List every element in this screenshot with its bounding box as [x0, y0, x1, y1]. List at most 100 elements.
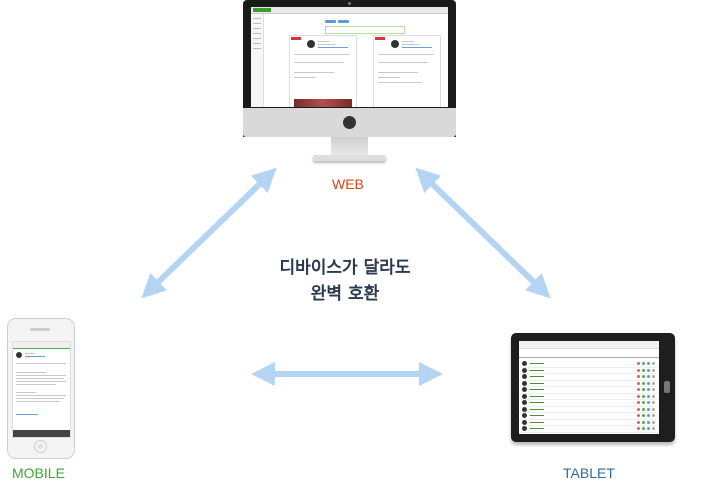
status-dot-icon: [652, 420, 655, 424]
list-item: [530, 376, 544, 377]
home-button-icon: [34, 440, 47, 453]
tablet-device: [511, 333, 675, 442]
tablet-search-bar: [519, 350, 659, 358]
mobile-bottom-bar: [13, 430, 70, 437]
status-dot-icon: [637, 362, 640, 365]
row-divider: [519, 392, 659, 394]
status-dot-icon: [647, 381, 650, 385]
status-dot-icon: [642, 427, 645, 430]
web-tablet-arrow-icon: [415, 167, 551, 299]
status-dot-icon: [652, 407, 655, 411]
row-divider: [519, 386, 659, 387]
status-dot-icon: [647, 414, 650, 417]
tablet-screen-preview: [519, 341, 659, 434]
avatar: [522, 413, 527, 418]
list-item: [530, 402, 544, 403]
status-dot-icon: [642, 414, 645, 417]
list-item: [530, 408, 544, 410]
status-dot-icon: [637, 414, 640, 417]
row-divider: [519, 405, 659, 407]
status-dot-icon: [647, 407, 650, 411]
avatar: [522, 374, 527, 379]
status-dot-icon: [647, 368, 650, 372]
row-divider: [519, 366, 659, 368]
status-dot-icon: [647, 427, 650, 430]
status-dot-icon: [647, 401, 650, 404]
status-dot-icon: [652, 368, 655, 372]
status-dot-icon: [637, 381, 640, 385]
status-dot-icon: [652, 362, 655, 365]
headline-line-2: 완벽 호환: [310, 284, 380, 304]
web-tab: [325, 20, 336, 23]
status-dot-icon: [642, 420, 645, 424]
avatar: [307, 40, 315, 48]
web-tab: [338, 20, 349, 23]
status-dot-icon: [652, 375, 655, 378]
status-dot-icon: [637, 394, 640, 398]
status-dot-icon: [642, 394, 645, 398]
avatar: [522, 367, 527, 373]
status-dot-icon: [637, 427, 640, 430]
row-divider: [519, 431, 659, 433]
status-dot-icon: [652, 401, 655, 404]
status-dot-icon: [637, 401, 640, 404]
status-dot-icon: [637, 388, 640, 391]
tablet-home-button-icon: [664, 381, 670, 393]
avatar: [522, 387, 527, 392]
tablet-top-bar: [519, 341, 659, 349]
web-mobile-arrow-icon: [141, 167, 277, 299]
status-dot-icon: [652, 427, 655, 430]
row-divider: [519, 399, 659, 400]
list-item: [530, 428, 544, 429]
status-dot-icon: [637, 407, 640, 411]
phone-speaker: [30, 328, 50, 331]
monitor-stand: [331, 137, 368, 155]
status-dot-icon: [652, 394, 655, 398]
status-dot-icon: [652, 381, 655, 385]
status-dot-icon: [647, 420, 650, 424]
avatar: [391, 40, 399, 48]
list-item: [530, 369, 544, 371]
status-dot-icon: [652, 388, 655, 391]
web-screen-preview: [251, 7, 448, 107]
list-item: [530, 395, 544, 397]
tablet-label: TABLET: [563, 465, 615, 481]
post-photo: [294, 99, 352, 107]
avatar: [522, 393, 527, 399]
mobile-top-bar: [13, 342, 70, 349]
headline-line-1: 디바이스가 달라도: [279, 258, 411, 278]
camera-icon: [348, 2, 351, 5]
list-item: [530, 421, 544, 423]
status-dot-icon: [652, 414, 655, 417]
mobile-phone: [7, 318, 75, 459]
list-item: [530, 382, 544, 384]
avatar: [522, 426, 527, 431]
status-dot-icon: [642, 362, 645, 365]
web-post-card: [289, 35, 357, 107]
status-dot-icon: [642, 388, 645, 391]
list-item: [530, 363, 544, 364]
headline: 디바이스가 달라도 완벽 호환: [250, 255, 440, 307]
status-dot-icon: [647, 394, 650, 398]
web-monitor: [243, 0, 456, 162]
status-dot-icon: [637, 368, 640, 372]
web-label: WEB: [332, 176, 364, 192]
avatar: [16, 352, 22, 358]
logo: [253, 8, 271, 12]
monitor-logo-icon: [343, 116, 356, 129]
web-browser-bar: [251, 7, 448, 14]
mobile-screen-preview: [12, 341, 71, 438]
status-dot-icon: [642, 407, 645, 411]
row-divider: [519, 412, 659, 413]
mobile-label: MOBILE: [12, 465, 65, 481]
avatar: [522, 400, 527, 405]
row-divider: [519, 418, 659, 420]
status-dot-icon: [647, 375, 650, 378]
status-dot-icon: [637, 375, 640, 378]
avatar: [522, 361, 527, 366]
list-item: [530, 389, 544, 390]
web-post-card: [373, 35, 441, 107]
status-dot-icon: [642, 368, 645, 372]
status-dot-icon: [647, 362, 650, 365]
